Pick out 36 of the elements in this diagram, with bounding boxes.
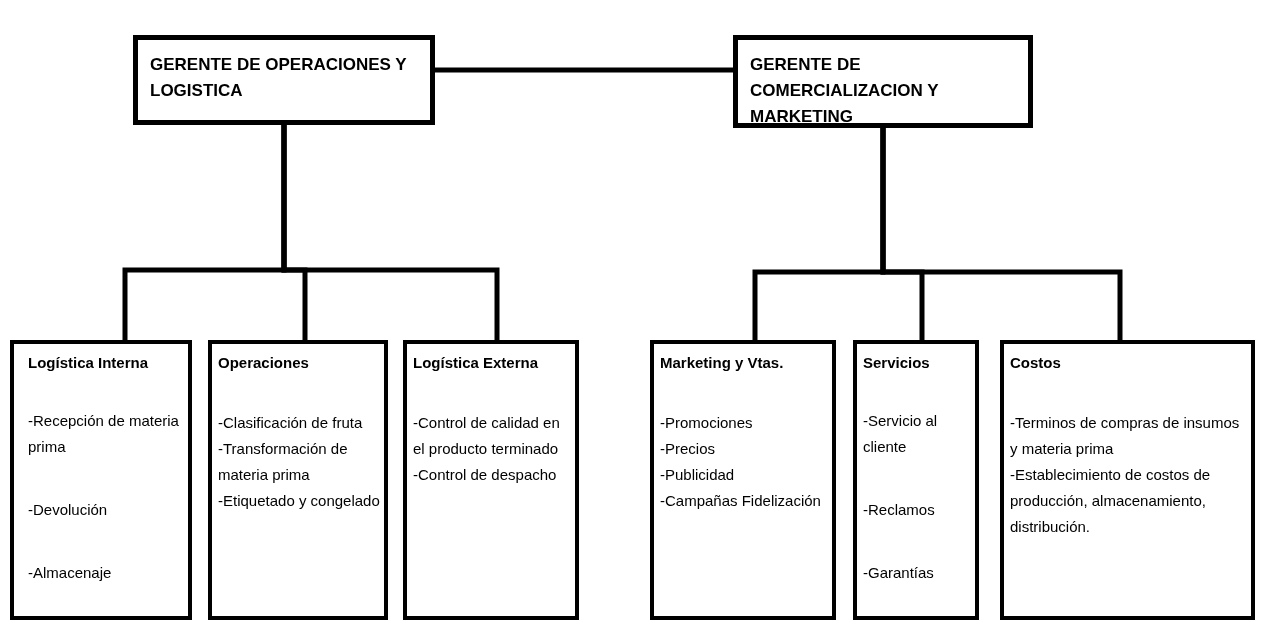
manager-title: GERENTE DE COMERCIALIZACION Y MARKETING xyxy=(750,54,940,128)
connector-line xyxy=(880,128,1123,340)
task-item: -Control de calidad en el producto terminado xyxy=(413,413,561,459)
department-heading: Servicios xyxy=(863,353,931,373)
task-item: -Reclamos xyxy=(863,500,936,520)
task-item: -Control de despacho xyxy=(413,465,558,485)
department-box xyxy=(403,340,579,620)
manager-title: GERENTE DE OPERACIONES Y LOGISTICA xyxy=(150,54,408,102)
task-item: -Clasificación de fruta xyxy=(218,413,364,433)
task-item: -Publicidad xyxy=(660,465,736,485)
connector-line xyxy=(281,125,500,340)
department-box xyxy=(650,340,836,620)
task-item: -Campañas Fidelización xyxy=(660,491,822,511)
manager-box xyxy=(733,35,1033,128)
task-item: -Almacenaje xyxy=(28,562,113,583)
manager-box xyxy=(133,35,435,125)
department-heading: Costos xyxy=(1010,353,1062,373)
department-heading: Logística Externa xyxy=(413,353,540,373)
department-box xyxy=(10,340,192,620)
task-item: -Garantías xyxy=(863,562,935,583)
connector-line xyxy=(435,67,733,73)
department-heading: Operaciones xyxy=(218,353,310,373)
task-item: -Etiquetado y congelado xyxy=(218,491,380,511)
task-item: -Terminos de compras de insumos y materia prima xyxy=(1010,413,1241,459)
department-box xyxy=(853,340,979,620)
task-item: -Precios xyxy=(660,439,716,459)
department-heading: Logística Interna xyxy=(28,353,150,373)
task-item: -Servicio al cliente xyxy=(863,411,939,458)
department-box xyxy=(1000,340,1255,620)
task-item: -Devolución xyxy=(28,500,109,520)
task-item: -Recepción de materia prima xyxy=(28,411,180,458)
department-heading: Marketing y Vtas. xyxy=(660,353,785,373)
task-item: -Transformación de materia prima xyxy=(218,439,349,485)
task-item: -Establecimiento de costos de producción, almacenamiento, distribución. xyxy=(1010,465,1212,537)
department-box xyxy=(208,340,388,620)
task-item: -Promociones xyxy=(660,413,754,433)
